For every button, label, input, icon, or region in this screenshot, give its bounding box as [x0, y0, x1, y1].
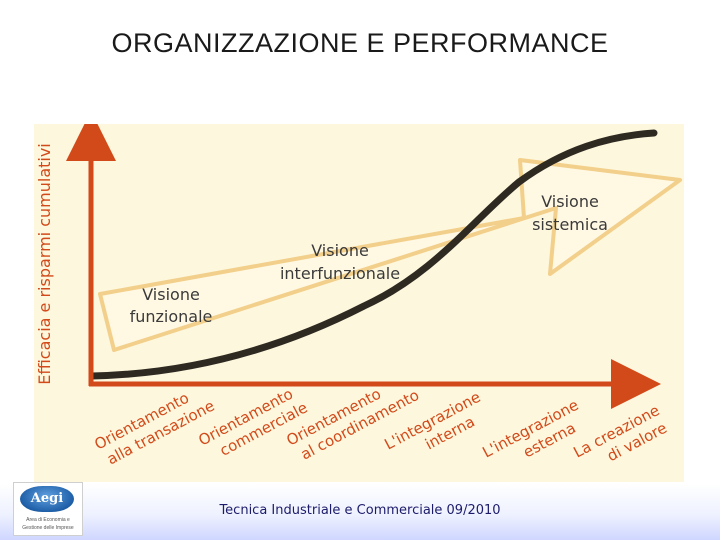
performance-curve	[88, 129, 658, 380]
footer-band	[0, 484, 720, 540]
y-axis-label: Efficacia e risparmi cumulativi	[35, 143, 54, 385]
label-visione-funzionale-2: funzionale	[130, 307, 213, 326]
aegi-logo: Aegi Area di Economia e Gestione delle I…	[13, 482, 83, 536]
label-visione-sistemica-2: sistemica	[532, 215, 608, 234]
evolution-arrow	[98, 158, 682, 352]
slide-title: ORGANIZZAZIONE E PERFORMANCE	[111, 28, 609, 58]
label-visione-interfunzionale-1: Visione	[311, 241, 369, 260]
label-visione-funzionale-1: Visione	[142, 285, 200, 304]
aegi-logo-line-2: Gestione delle Imprese	[22, 525, 74, 531]
aegi-logo-badge: Aegi	[20, 486, 74, 512]
performance-diagram: Efficacia e risparmi cumulativi Visione …	[34, 124, 684, 482]
footer-text: Tecnica Industriale e Commerciale 09/201…	[219, 503, 501, 518]
label-visione-interfunzionale-2: interfunzionale	[280, 264, 400, 283]
label-visione-sistemica-1: Visione	[541, 192, 599, 211]
diagram-canvas: Efficacia e risparmi cumulativi Visione …	[34, 124, 684, 482]
aegi-logo-line-1: Area di Economia e	[26, 517, 70, 523]
